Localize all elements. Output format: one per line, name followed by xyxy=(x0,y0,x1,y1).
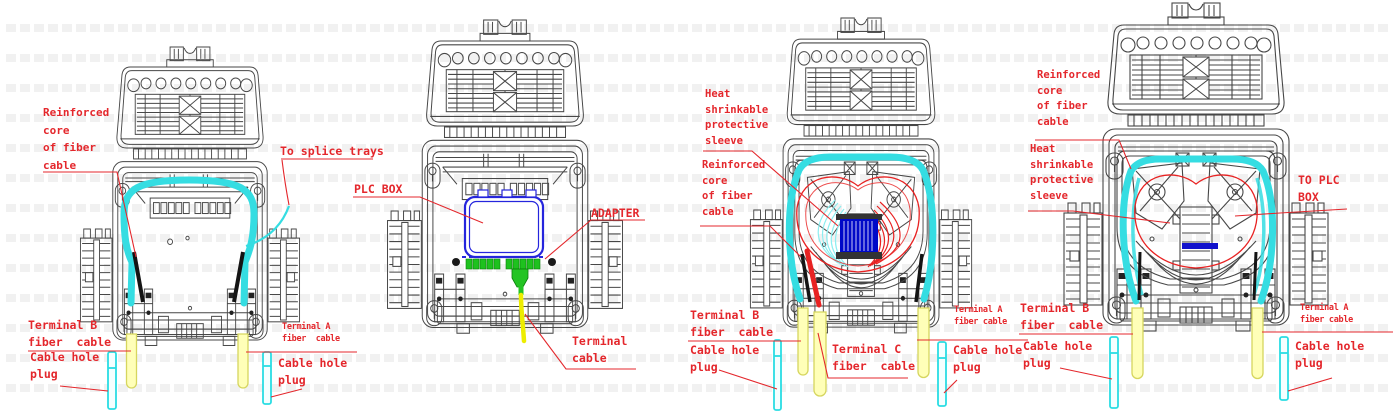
label-plug-left-1: Cable hole plug xyxy=(30,350,100,381)
label-plug-right-3: Cable hole plug xyxy=(953,343,1023,374)
label-plc-box: PLC BOX xyxy=(354,182,403,196)
terminal-cables-3 xyxy=(797,307,930,397)
fiber-loop-cyan-1 xyxy=(120,176,291,307)
label-adapter: ADAPTER xyxy=(591,206,640,220)
label-terminal-cable: Terminal cable xyxy=(572,334,628,365)
label-plug-right-4: Cable hole plug xyxy=(1295,339,1365,370)
plc-box xyxy=(462,189,546,259)
label-reinforced-core-4: Reinforced core of fiber cable xyxy=(1037,69,1101,128)
terminal-cables-1 xyxy=(125,333,249,389)
label-terminal-b-3: Terminal B fiber cable xyxy=(690,308,774,339)
label-heat-sleeve-4: Heat shrinkable protective sleeve xyxy=(1030,143,1094,202)
label-reinforced-core-3: Reinforced core of fiber cable xyxy=(702,159,766,218)
cable-hole-plugs-4 xyxy=(1109,336,1289,409)
annotation-leader-lines xyxy=(28,139,1393,398)
fiber-bundle-left-3 xyxy=(817,199,849,268)
label-to-splice-trays: To splice trays xyxy=(280,144,384,158)
device-closure-1 xyxy=(79,46,301,410)
terminal-cable-2 xyxy=(511,268,529,344)
terminal-cables-4 xyxy=(1131,307,1264,380)
device-closure-3 xyxy=(749,17,973,411)
label-terminal-a-1: Terminal A fiber cable xyxy=(282,322,340,344)
label-terminal-b-1: Terminal B fiber cable xyxy=(28,318,112,349)
label-plug-left-4: Cable hole plug xyxy=(1023,339,1093,370)
splice-block-3 xyxy=(836,214,882,259)
cable-straps-1 xyxy=(132,251,245,303)
fiber-ring-red-3 xyxy=(796,176,920,273)
label-terminal-c-3: Terminal C fiber cable xyxy=(832,342,916,373)
fiber-loop-cyan-3 xyxy=(785,153,937,303)
label-to-plc-box: TO PLC BOX xyxy=(1298,173,1340,204)
label-terminal-a-3: Terminal A fiber cable xyxy=(954,305,1007,327)
label-plug-left-3: Cable hole plug xyxy=(690,343,760,374)
splice-bar-4 xyxy=(1182,243,1218,249)
label-heat-sleeve-3: Heat shrinkable protective sleeve xyxy=(705,88,769,147)
label-reinforced-core-1: Reinforced core of fiber cable xyxy=(43,106,110,172)
label-terminal-b-4: Terminal B fiber cable xyxy=(1020,301,1104,332)
adapter-row xyxy=(452,258,556,270)
cable-hole-plugs-3 xyxy=(773,339,947,411)
label-plug-right-1: Cable hole plug xyxy=(278,356,348,387)
fiber-bundle-right-3 xyxy=(867,201,901,268)
device-closure-2 xyxy=(386,19,624,344)
cable-hole-plugs-1 xyxy=(107,351,272,410)
reinforced-core-cable-3 xyxy=(800,248,924,308)
cable-straps-4 xyxy=(1137,251,1258,301)
label-terminal-a-4: Terminal A fiber cable xyxy=(1300,303,1353,325)
device-closure-4 xyxy=(1063,2,1329,409)
fiber-ring-red-4 xyxy=(1134,174,1258,269)
